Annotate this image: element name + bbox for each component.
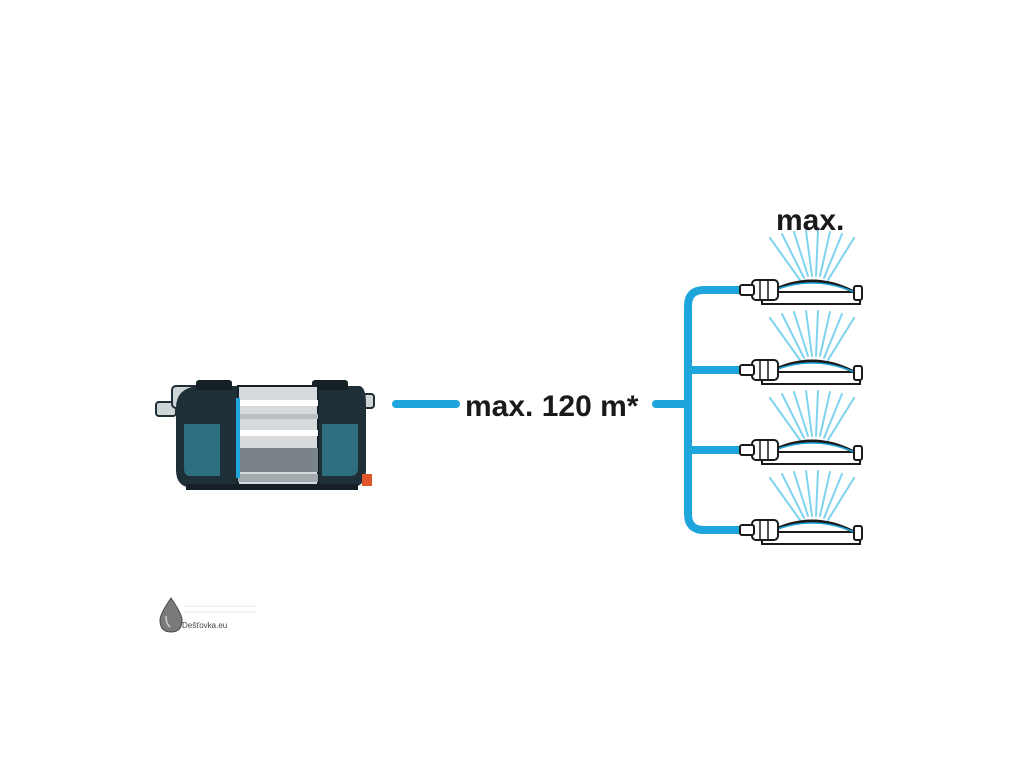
water-drop-icon xyxy=(159,597,183,633)
distance-label: max. 120 m* xyxy=(465,390,639,423)
oscillating-sprinkler-icon xyxy=(738,309,864,386)
distribution-bracket xyxy=(684,286,744,534)
watermark: Dešťovka.eu xyxy=(159,597,256,633)
oscillating-sprinkler-icon xyxy=(738,229,864,306)
sprinkler-group-label: max. xyxy=(776,204,844,237)
watermark-site: Dešťovka.eu xyxy=(182,621,227,630)
oscillating-sprinkler-icon xyxy=(738,469,864,546)
oscillating-sprinkler-icon xyxy=(738,389,864,466)
garden-pump-icon xyxy=(155,380,375,490)
